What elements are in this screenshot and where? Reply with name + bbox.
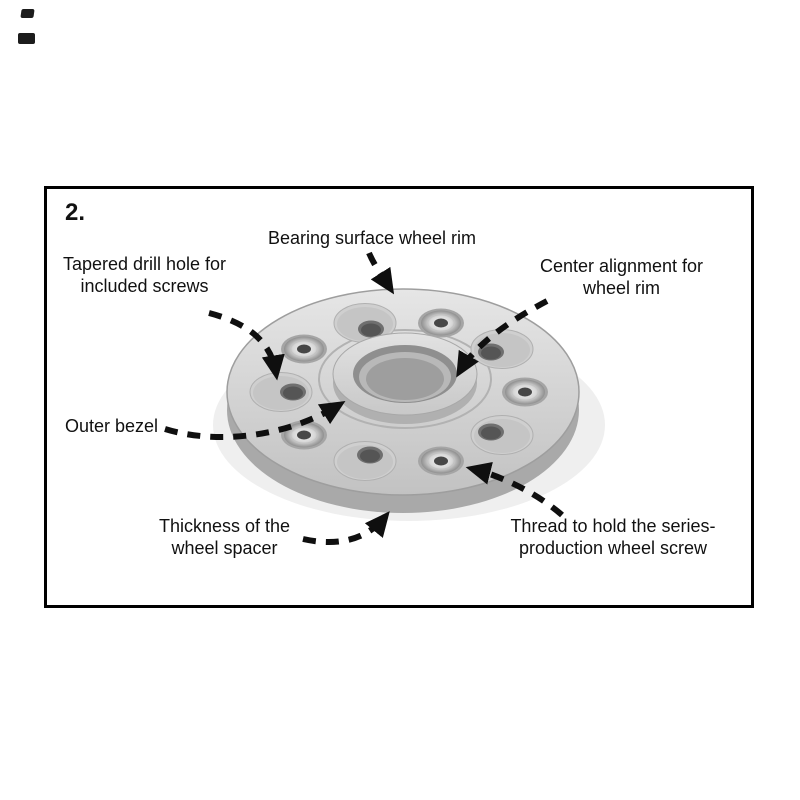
- hub-ring: [332, 332, 478, 424]
- arrow-bearing-surface: [366, 251, 395, 295]
- threaded-insert: [418, 446, 464, 476]
- threaded-insert: [281, 334, 327, 364]
- label-outer-bezel: Outer bezel: [65, 416, 159, 436]
- scan-mark: [18, 33, 35, 44]
- label-center-alignment: Center alignment for wheel rim: [539, 256, 704, 298]
- hub-base-ring: [318, 329, 492, 429]
- drill-hole: [470, 329, 534, 369]
- scan-mark: [20, 9, 35, 18]
- step-number: 2.: [65, 199, 86, 226]
- wheel-spacer-illustration: [164, 251, 605, 545]
- drill-hole: [249, 372, 313, 412]
- label-thickness: Thickness of the wheel spacer: [158, 516, 291, 558]
- drill-hole: [470, 415, 534, 455]
- threaded-insert: [502, 377, 548, 407]
- threaded-insert: [418, 308, 464, 338]
- wheel-spacer: [226, 288, 580, 513]
- arrow-center-alignment: [456, 298, 549, 378]
- arrow-tapered-hole: [208, 310, 285, 381]
- arrow-thread: [465, 462, 564, 518]
- arrow-thickness: [302, 511, 390, 545]
- label-tapered-hole: Tapered drill hole for included screws: [62, 254, 227, 296]
- label-thread: Thread to hold the series-production whe…: [510, 516, 716, 558]
- label-bearing-surface: Bearing surface wheel rim: [267, 228, 477, 248]
- figure-frame: 2. Bearing surface wheel rim Tapered dri…: [44, 186, 754, 608]
- drill-hole: [333, 303, 397, 343]
- drill-hole: [333, 441, 397, 481]
- threaded-insert: [281, 420, 327, 450]
